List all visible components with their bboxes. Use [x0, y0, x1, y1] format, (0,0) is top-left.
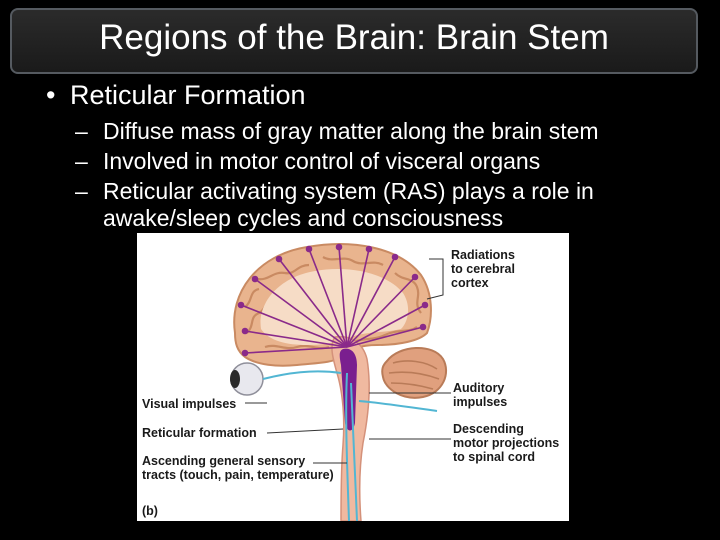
label-radiations-2: to cerebral — [451, 262, 515, 276]
label-descending-1: Descending — [453, 422, 524, 436]
label-panel: (b) — [142, 504, 158, 518]
slide-title: Regions of the Brain: Brain Stem — [99, 18, 609, 57]
sub-bullet-text: Involved in motor control of visceral or… — [103, 148, 541, 174]
dash-marker: – — [75, 178, 88, 204]
label-ascending-2: tracts (touch, pain, temperature) — [142, 468, 334, 482]
sub-bullet-continuation: awake/sleep cycles and consciousness — [75, 206, 599, 230]
brain-diagram: Radiations to cerebral cortex Auditory i… — [142, 243, 559, 521]
cerebellum-folds — [388, 360, 440, 390]
label-radiations-1: Radiations — [451, 248, 515, 262]
eye-icon — [230, 362, 264, 396]
sensory-pathways — [262, 370, 438, 521]
sub-bullet: – Reticular activating system (RAS) play… — [75, 176, 599, 206]
bullet-reticular-formation: • Reticular Formation — [46, 80, 306, 111]
label-radiations-3: cortex — [451, 276, 489, 290]
sub-bullet-text: Reticular activating system (RAS) plays … — [103, 178, 594, 204]
leader-lines — [245, 258, 451, 464]
sub-bullet-text: Diffuse mass of gray matter along the br… — [103, 118, 599, 144]
brain-figure: Radiations to cerebral cortex Auditory i… — [137, 233, 569, 521]
sub-bullet-text: awake/sleep cycles and consciousness — [103, 205, 504, 231]
label-visual: Visual impulses — [142, 397, 236, 411]
label-reticular: Reticular formation — [142, 426, 257, 440]
dash-marker: – — [75, 118, 88, 144]
title-box: Regions of the Brain: Brain Stem — [10, 8, 698, 74]
sub-bullet: – Diffuse mass of gray matter along the … — [75, 116, 599, 146]
white-matter — [260, 269, 409, 345]
label-auditory-1: Auditory — [453, 381, 504, 395]
label-ascending-1: Ascending general sensory — [142, 454, 305, 468]
dash-marker: – — [75, 148, 88, 174]
bullet-text: Reticular Formation — [70, 80, 306, 110]
label-descending-3: to spinal cord — [453, 450, 535, 464]
sub-bullet-list: – Diffuse mass of gray matter along the … — [75, 116, 599, 230]
bullet-marker: • — [46, 80, 56, 110]
label-descending-2: motor projections — [453, 436, 559, 450]
radiation-arrows — [237, 243, 429, 357]
sub-bullet: – Involved in motor control of visceral … — [75, 146, 599, 176]
label-auditory-2: impulses — [453, 395, 507, 409]
